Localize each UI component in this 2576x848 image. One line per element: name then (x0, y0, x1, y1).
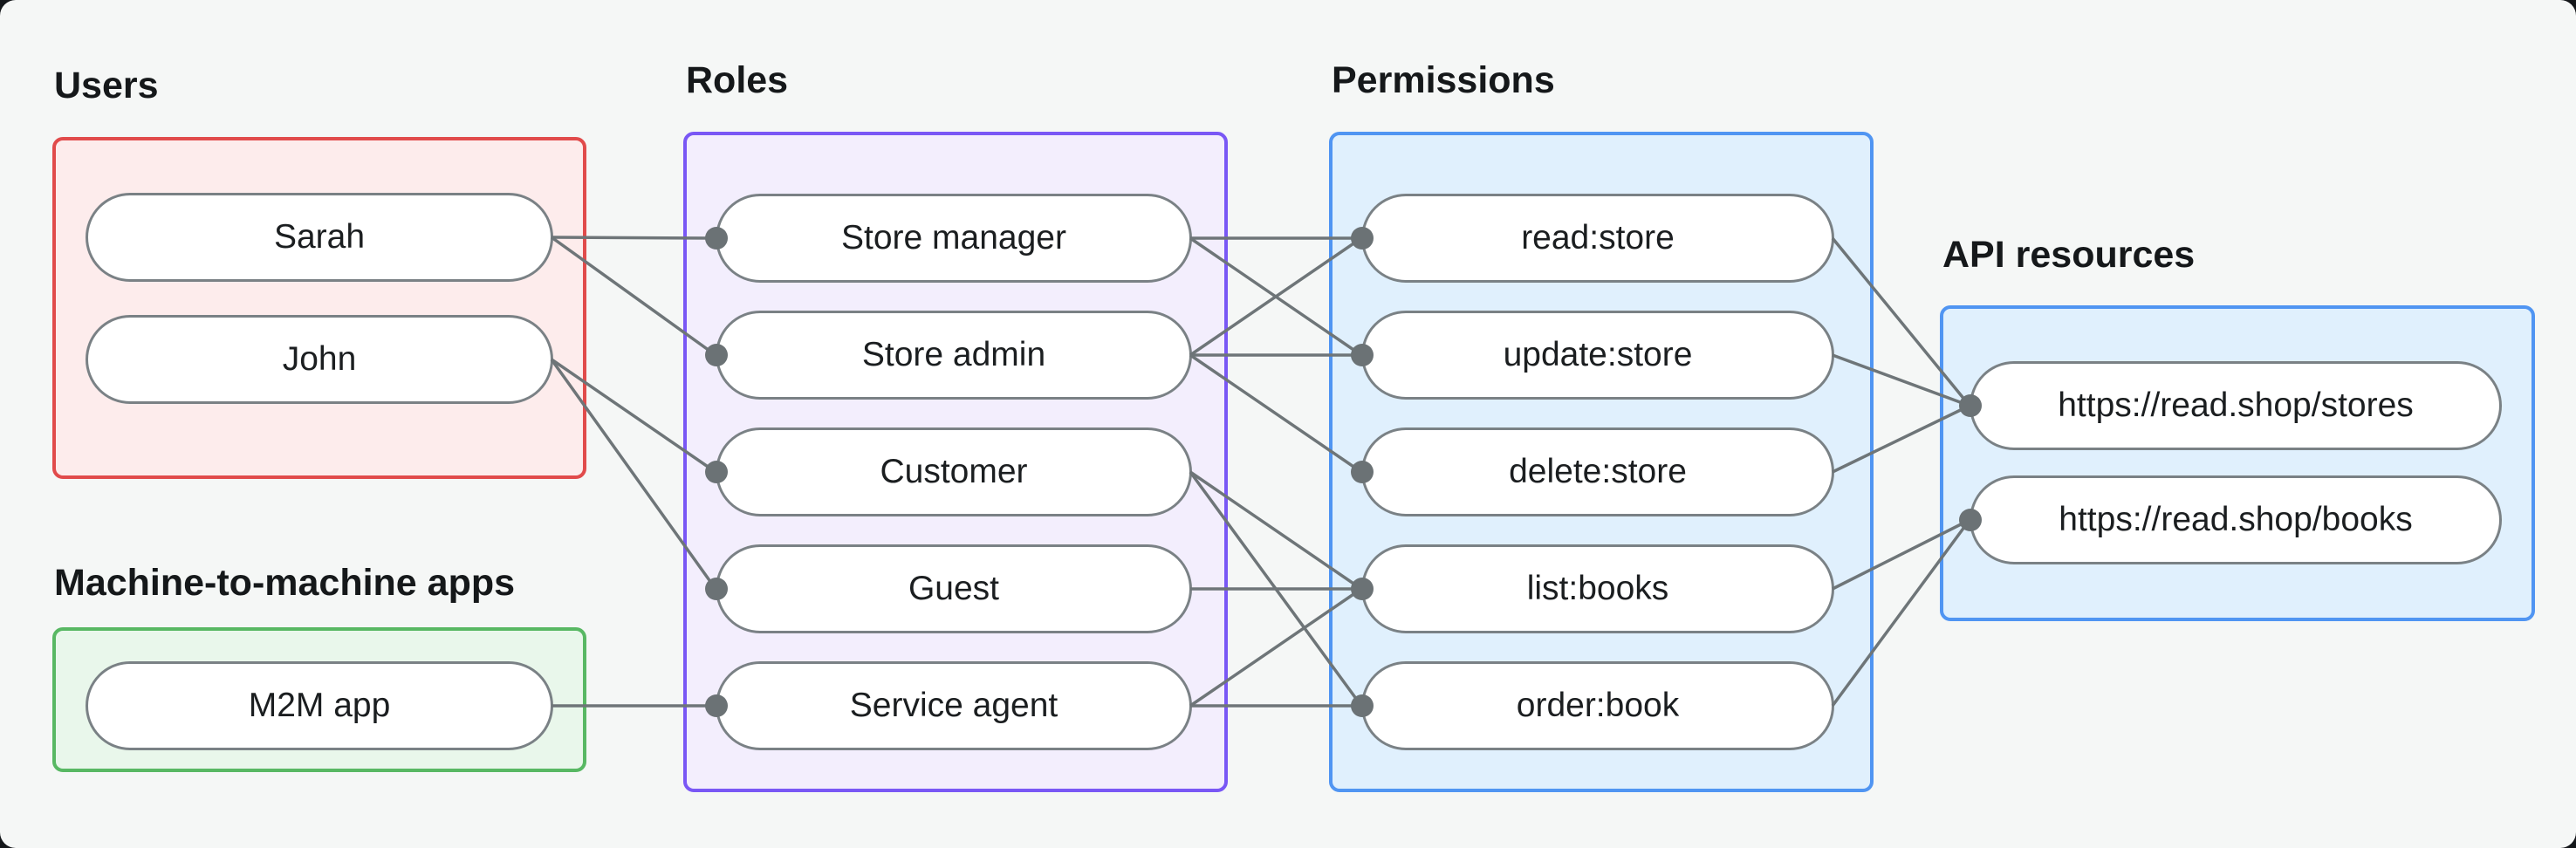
users-group-box (52, 137, 586, 479)
api-resource-node-books: https://read.shop/books (1970, 475, 2502, 564)
api-resources-group-label: API resources (1942, 234, 2196, 276)
role-node-service-agent: Service agent (716, 661, 1192, 750)
permission-node-delete-store: delete:store (1361, 427, 1834, 516)
users-group-label: Users (54, 65, 159, 106)
permission-node-order-book: order:book (1361, 661, 1834, 750)
api-resource-node-stores: https://read.shop/stores (1970, 361, 2502, 450)
roles-group-label: Roles (686, 59, 789, 101)
m2m-apps-group-label: Machine-to-machine apps (54, 562, 516, 604)
role-node-customer: Customer (716, 427, 1192, 516)
m2m-app-node: M2M app (86, 661, 553, 750)
role-node-store-manager: Store manager (716, 194, 1192, 283)
permission-node-update-store: update:store (1361, 311, 1834, 400)
permissions-group-label: Permissions (1332, 59, 1555, 101)
role-node-guest: Guest (716, 544, 1192, 633)
permission-node-read-store: read:store (1361, 194, 1834, 283)
permission-node-list-books: list:books (1361, 544, 1834, 633)
user-node-sarah: Sarah (86, 193, 553, 282)
user-node-john: John (86, 315, 553, 404)
api-resources-group-box (1940, 305, 2535, 621)
role-node-store-admin: Store admin (716, 311, 1192, 400)
